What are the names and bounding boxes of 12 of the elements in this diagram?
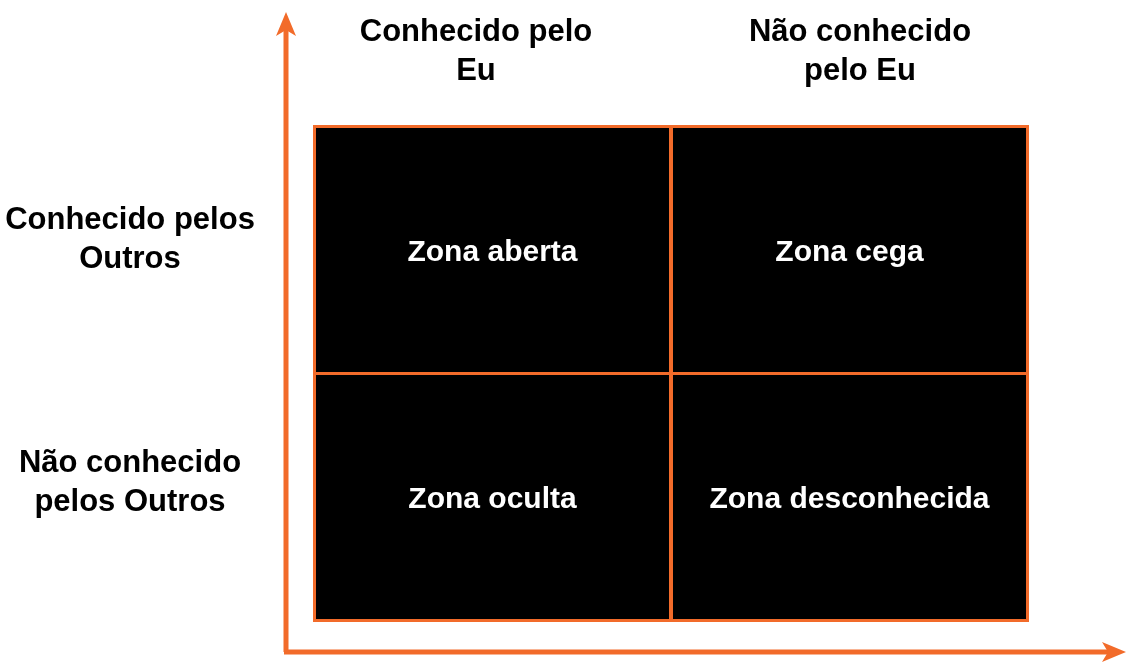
quadrant-cell	[313, 125, 672, 375]
quadrant-cell	[670, 125, 1029, 375]
axis-heading: Não conhecido pelo Eu	[747, 12, 973, 89]
axis-heading: Conhecido pelos Outros	[4, 200, 256, 277]
quadrant-label: Zona desconhecida	[709, 479, 990, 516]
axis-heading: Conhecido pelo Eu	[358, 12, 594, 89]
quadrant-label: Zona aberta	[407, 232, 578, 269]
quadrant-label: Zona cega	[775, 232, 924, 269]
quadrant-label: Zona oculta	[408, 479, 577, 516]
quadrant-cell	[313, 372, 672, 622]
axis-heading: Não conhecido pelos Outros	[17, 443, 243, 520]
quadrant-cell	[670, 372, 1029, 622]
